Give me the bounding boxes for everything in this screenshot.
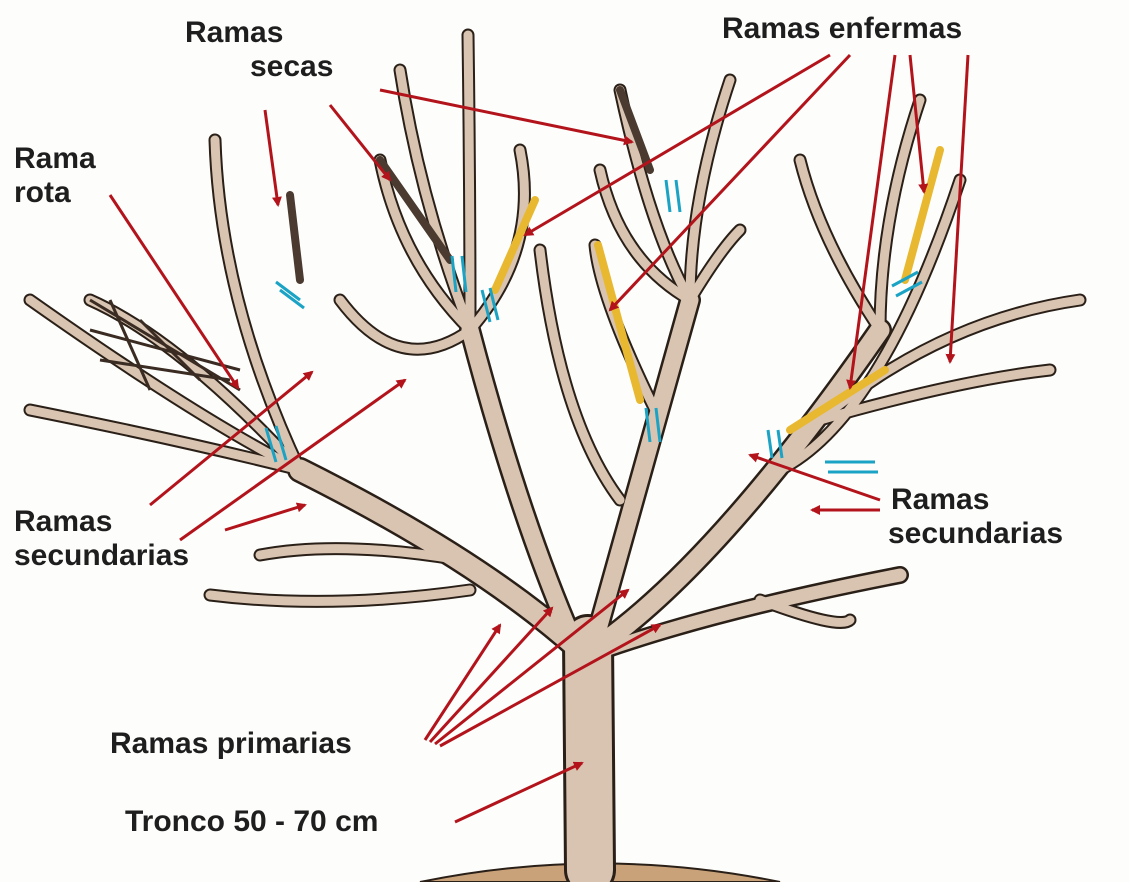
label-ramas-secas-line2: secas: [185, 50, 333, 84]
label-ramas-secundarias-left: Ramas secundarias: [14, 505, 189, 573]
label-rama-rota-line2: rota: [14, 176, 96, 210]
arrow-tronco: [455, 763, 582, 822]
label-ramas-secundarias-left-line1: Ramas: [14, 505, 189, 539]
label-rama-rota: Rama rota: [14, 142, 96, 210]
arrow-primarias-2: [430, 608, 552, 742]
label-ramas-secundarias-right-line2: secundarias: [888, 517, 1063, 551]
label-ramas-enfermas: Ramas enfermas: [722, 12, 962, 46]
label-ramas-secas-line1: Ramas: [185, 16, 333, 50]
label-tronco: Tronco 50 - 70 cm: [125, 805, 378, 839]
label-ramas-secundarias-left-line2: secundarias: [14, 539, 189, 573]
broken-branch: [90, 300, 240, 390]
arrow-enfermas-1: [525, 55, 830, 235]
trunk: [588, 640, 590, 870]
label-ramas-secundarias-right: Ramas secundarias: [888, 483, 1063, 551]
arrow-secas-1: [265, 110, 278, 205]
label-ramas-secas: Ramas secas: [185, 16, 333, 84]
arrow-secundarias-l3: [225, 505, 305, 530]
arrow-primarias-4: [440, 625, 660, 746]
label-rama-rota-line1: Rama: [14, 142, 96, 176]
label-ramas-secundarias-right-line1: Ramas: [888, 483, 1063, 517]
arrow-secas-2: [330, 105, 390, 180]
label-ramas-primarias: Ramas primarias: [110, 727, 352, 761]
